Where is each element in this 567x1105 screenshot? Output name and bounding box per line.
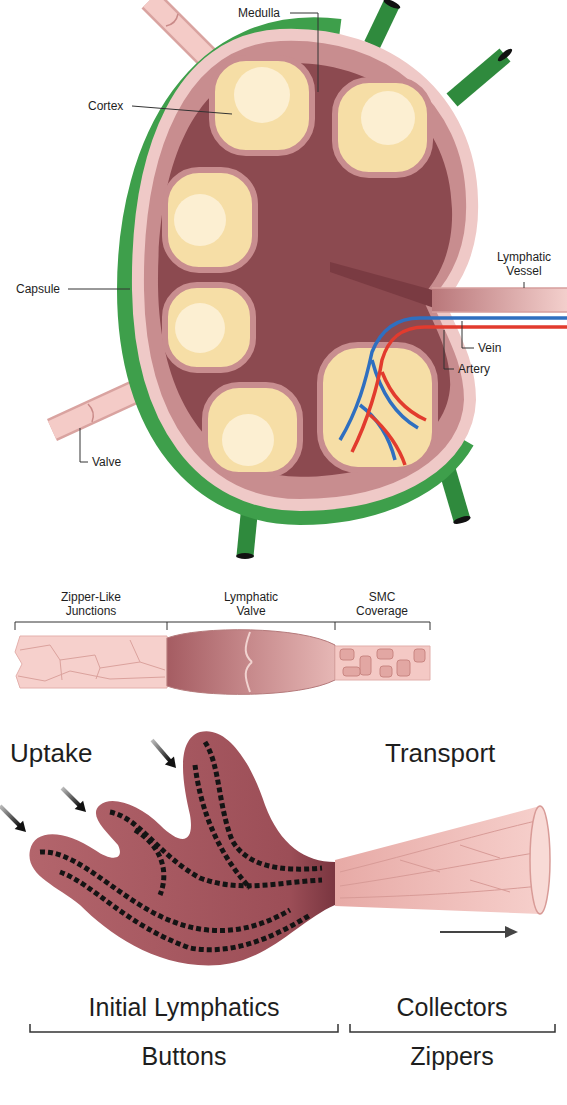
- part-label: Capsule: [16, 282, 60, 296]
- part-label: Cortex: [88, 99, 123, 113]
- section-label: Initial Lymphatics: [89, 993, 280, 1023]
- part-label: Artery: [458, 362, 490, 376]
- part-label: Lymphatic Vessel: [489, 250, 559, 278]
- part-label: Valve: [92, 455, 121, 469]
- lymph-node: [52, 0, 567, 559]
- part-label: Vein: [478, 341, 501, 355]
- segment-label: Zipper-Like Junctions: [49, 590, 133, 618]
- section-label: Collectors: [396, 993, 507, 1023]
- vessel-segment: [15, 622, 430, 694]
- junction-label: Buttons: [142, 1042, 227, 1072]
- segment-label: SMC Coverage: [345, 590, 419, 618]
- part-label: Medulla: [238, 6, 280, 20]
- segment-label: Lymphatic Valve: [214, 590, 288, 618]
- initial-lymphatics-illustration: [0, 731, 555, 1032]
- process-label: Uptake: [10, 738, 92, 769]
- junction-label: Zippers: [410, 1042, 493, 1072]
- process-label: Transport: [385, 738, 495, 769]
